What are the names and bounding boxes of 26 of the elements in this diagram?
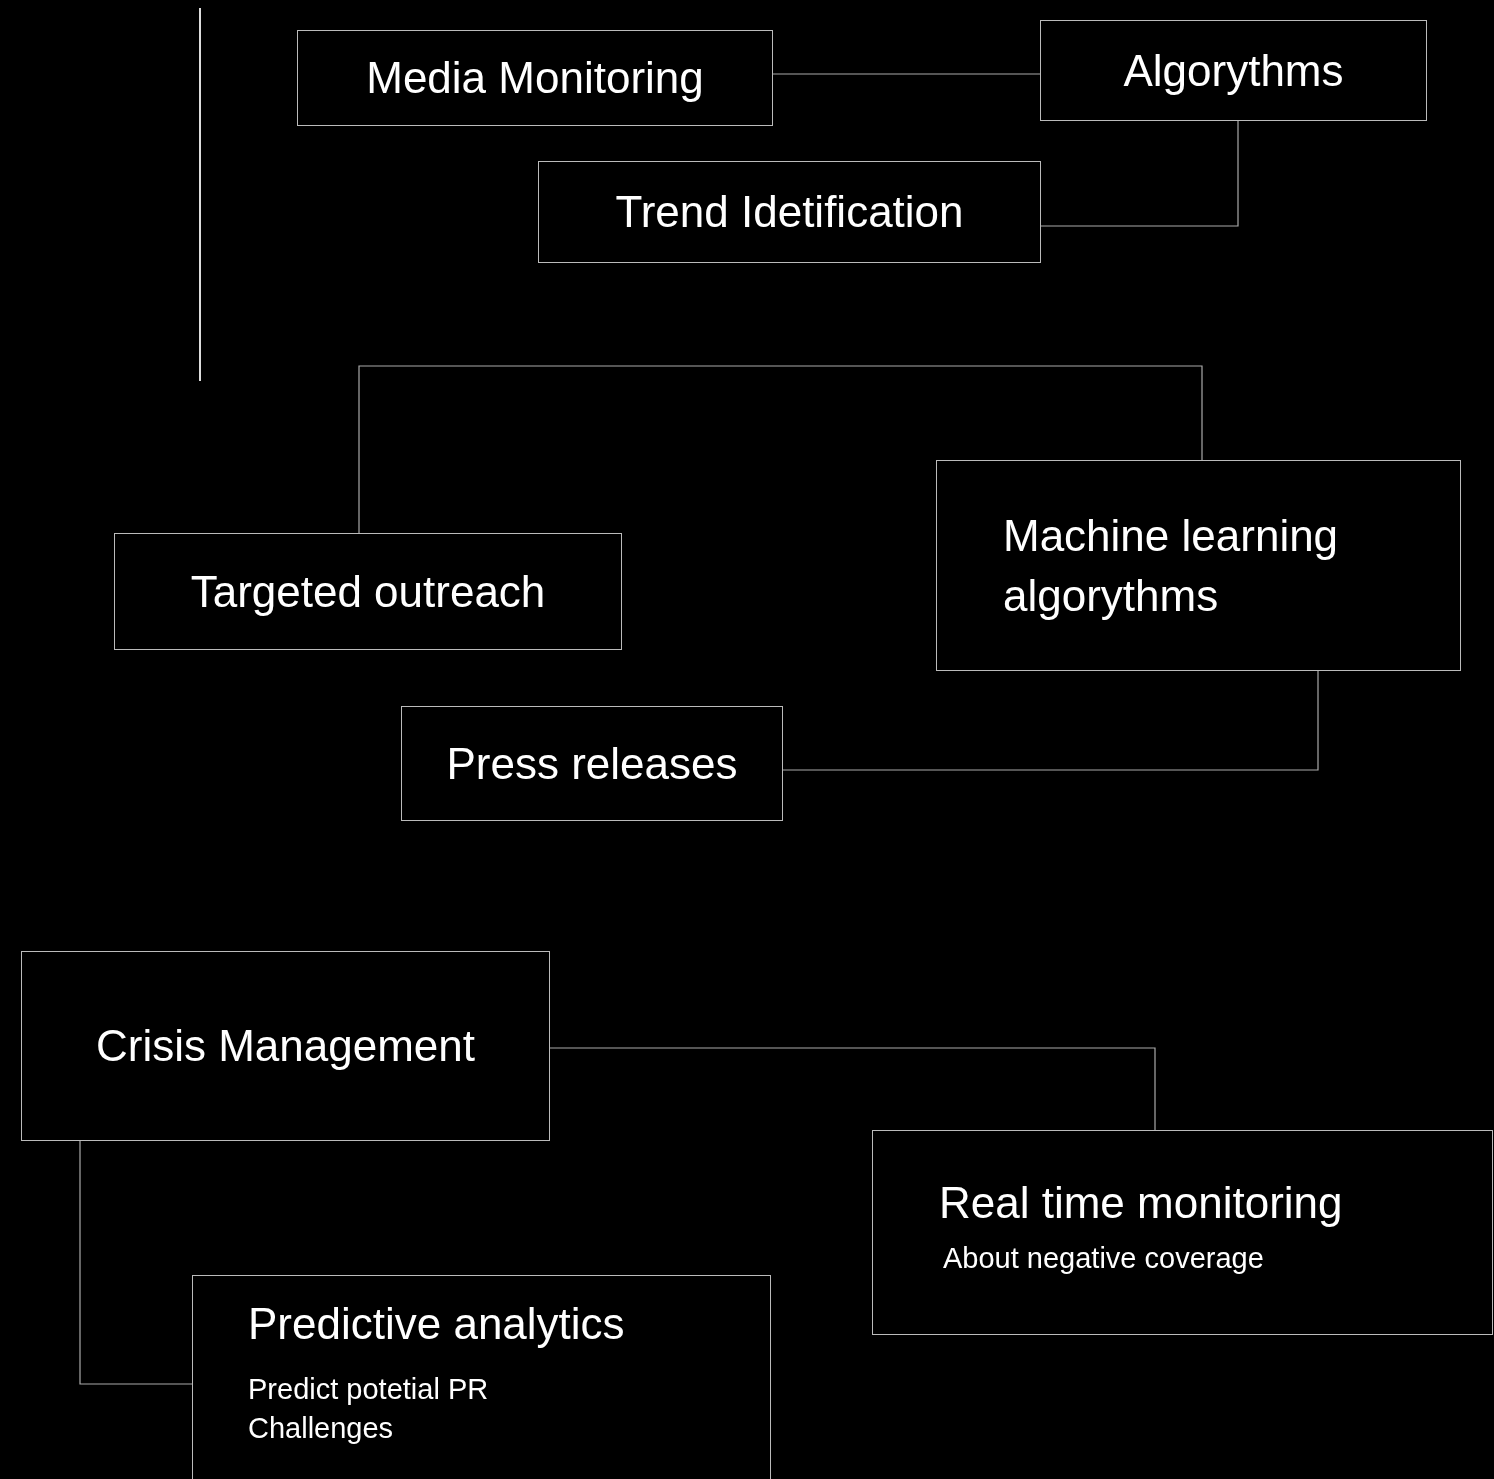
box-subtitle: Predict potetial PR Challenges [248, 1372, 490, 1446]
process-box [21, 951, 550, 1141]
connector-line [358, 365, 1203, 534]
process-box [538, 161, 1041, 263]
process-box [401, 706, 783, 821]
connector-line [782, 670, 1319, 771]
connector-line [1040, 120, 1239, 227]
process-box [192, 1275, 771, 1479]
box-title: Algorythms [1123, 44, 1344, 97]
process-box [297, 30, 773, 126]
process-box [114, 533, 622, 650]
process-box [936, 460, 1461, 671]
box-title: Predictive analytics [248, 1298, 626, 1350]
connector-line [79, 1140, 193, 1385]
box-title: Targeted outreach [190, 565, 546, 618]
box-subtitle: About negative coverage [942, 1241, 1265, 1276]
box-title: Crisis Management [96, 1020, 475, 1072]
box-title: Press releases [446, 737, 738, 790]
process-box [1040, 20, 1427, 121]
connector-line [772, 73, 1041, 75]
box-title: Real time monitoring [939, 1177, 1344, 1229]
process-box [872, 1130, 1493, 1335]
box-title: Media Monitoring [366, 52, 704, 104]
connector-line [549, 1047, 1156, 1131]
box-title: Machine learning algorythms [1003, 509, 1340, 622]
box-title: Trend Idetification [615, 186, 964, 238]
